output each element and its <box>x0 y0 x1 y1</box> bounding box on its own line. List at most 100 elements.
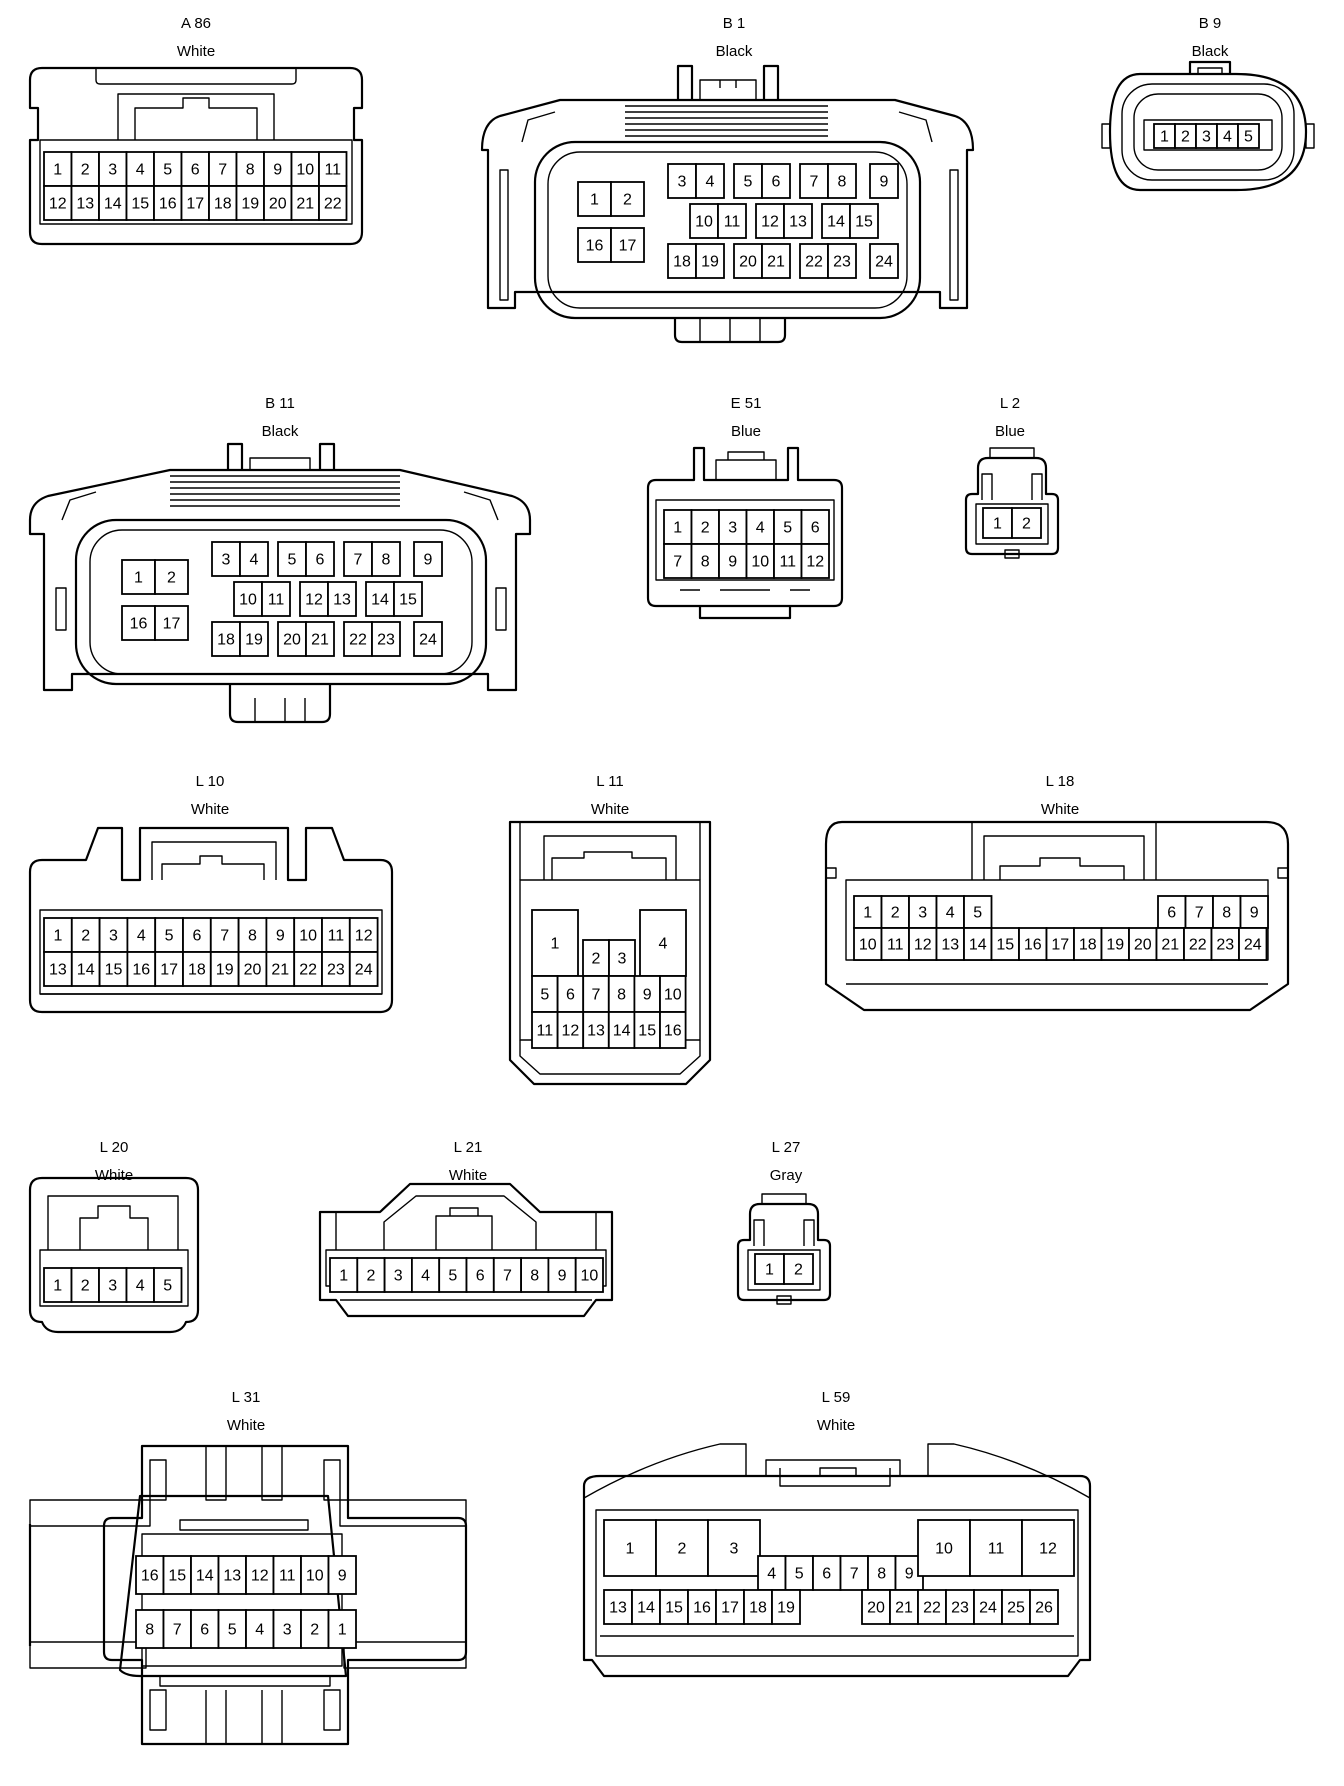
pin-cell-l21 <box>329 1257 359 1293</box>
pin-number-b11-12: 12 <box>305 592 323 609</box>
pin-cell-b1 <box>695 163 725 199</box>
pin-number-l59-4: 4 <box>767 1566 776 1583</box>
pin-cell-a86 <box>43 185 73 221</box>
pin-number-a86-13: 13 <box>76 196 94 213</box>
pin-number-a86-1: 1 <box>53 162 62 179</box>
pin-cell-b11 <box>154 559 189 595</box>
pin-number-l18-2: 2 <box>891 905 900 922</box>
pin-number-l18-10: 10 <box>859 937 877 954</box>
connector-id-b1: B 1 <box>723 15 746 32</box>
pin-cell-l31 <box>300 1609 330 1649</box>
connector-id-b9: B 9 <box>1199 15 1222 32</box>
pin-number-l10-5: 5 <box>165 928 174 945</box>
pin-number-a86-19: 19 <box>241 196 259 213</box>
pin-number-l31-6: 6 <box>200 1622 209 1639</box>
pin-number-b11-16: 16 <box>130 616 148 633</box>
pin-number-b1-12: 12 <box>761 214 779 231</box>
pin-number-l10-11: 11 <box>328 928 345 945</box>
pin-cell-b1 <box>667 163 697 199</box>
pin-cell-b1 <box>827 243 857 279</box>
pin-number-b9-4: 4 <box>1223 129 1232 146</box>
pin-cell-b11 <box>211 541 241 577</box>
pin-number-l10-22: 22 <box>299 962 317 979</box>
pin-number-l2-2: 2 <box>1022 516 1031 533</box>
connector-id-l2: L 2 <box>1000 395 1020 412</box>
pin-number-b11-7: 7 <box>354 552 363 569</box>
pin-number-l10-1: 1 <box>53 928 62 945</box>
pin-number-l18-20: 20 <box>1134 937 1152 954</box>
pin-cell-a86 <box>153 185 183 221</box>
pin-cell-l59 <box>889 1589 919 1625</box>
pin-cell-l31 <box>217 1555 247 1595</box>
pin-number-e51-3: 3 <box>728 520 737 537</box>
pin-number-e51-7: 7 <box>673 554 682 571</box>
pin-cell-b1 <box>761 243 791 279</box>
pin-number-a86-7: 7 <box>218 162 227 179</box>
pin-number-l10-4: 4 <box>137 928 146 945</box>
pin-cell-l10 <box>43 951 73 987</box>
pin-number-l11-12: 12 <box>562 1023 580 1040</box>
pin-number-l21-4: 4 <box>421 1268 430 1285</box>
pin-cell-b9 <box>1237 123 1260 149</box>
pin-cell-l18 <box>1183 927 1213 961</box>
pin-number-a86-10: 10 <box>296 162 314 179</box>
pin-cell-l18 <box>963 895 993 929</box>
pin-cell-l18 <box>963 927 993 961</box>
pin-cell-l10 <box>70 951 101 987</box>
pin-cell-b11 <box>413 541 443 577</box>
pin-cell-l59 <box>1029 1589 1059 1625</box>
pin-cell-b11 <box>327 581 357 617</box>
pin-cell-b11 <box>343 621 373 657</box>
connector-id-l21: L 21 <box>454 1139 483 1156</box>
pin-number-l18-18: 18 <box>1079 937 1097 954</box>
pin-cell-l18 <box>1128 927 1158 961</box>
pin-cell-l59 <box>1021 1519 1075 1577</box>
pin-cell-e51 <box>663 509 693 545</box>
pin-number-l31-4: 4 <box>255 1622 264 1639</box>
pin-number-l18-14: 14 <box>969 937 987 954</box>
pin-cell-l59 <box>917 1589 947 1625</box>
pin-cell-b1 <box>610 181 645 217</box>
pin-number-l31-3: 3 <box>283 1622 292 1639</box>
connector-id-l18: L 18 <box>1046 773 1075 790</box>
pin-cell-l59 <box>715 1589 745 1625</box>
pin-cell-l59 <box>771 1589 801 1625</box>
pin-number-l59-7: 7 <box>850 1566 859 1583</box>
connector-color-a86: White <box>177 43 215 60</box>
pin-number-l18-11: 11 <box>887 937 904 954</box>
pin-number-l31-12: 12 <box>251 1568 269 1585</box>
pin-number-l59-14: 14 <box>637 1600 655 1617</box>
pin-number-b1-13: 13 <box>789 214 807 231</box>
pin-number-b11-15: 15 <box>399 592 417 609</box>
pin-number-l18-23: 23 <box>1216 937 1234 954</box>
pin-number-a86-15: 15 <box>131 196 149 213</box>
pin-number-l18-24: 24 <box>1244 937 1262 954</box>
pin-number-l20-2: 2 <box>81 1278 90 1295</box>
pin-number-b11-14: 14 <box>371 592 389 609</box>
pin-cell-l27 <box>754 1253 785 1285</box>
pin-number-l11-4: 4 <box>659 936 668 953</box>
pin-number-b11-13: 13 <box>333 592 351 609</box>
pin-number-b11-1: 1 <box>134 570 143 587</box>
pin-number-l31-7: 7 <box>173 1622 182 1639</box>
pin-cell-l10 <box>348 917 379 953</box>
pin-number-l10-19: 19 <box>216 962 234 979</box>
pin-cell-l21 <box>574 1257 604 1293</box>
pin-number-l10-23: 23 <box>327 962 345 979</box>
connector-color-l21: White <box>449 1167 487 1184</box>
pin-cell-b11 <box>413 621 443 657</box>
connector-color-l2: Blue <box>995 423 1025 440</box>
pin-number-b1-4: 4 <box>706 174 715 191</box>
pin-number-l11-13: 13 <box>587 1023 605 1040</box>
pin-number-b11-6: 6 <box>316 552 325 569</box>
pin-cell-l59 <box>687 1589 717 1625</box>
pin-number-l59-24: 24 <box>979 1600 997 1617</box>
pin-cell-b1 <box>610 227 645 263</box>
pin-number-l18-8: 8 <box>1222 905 1231 922</box>
pin-number-l11-5: 5 <box>540 987 549 1004</box>
pin-cell-l11 <box>582 939 610 977</box>
pin-number-l31-2: 2 <box>310 1622 319 1639</box>
pin-number-l59-9: 9 <box>905 1566 914 1583</box>
pin-number-l31-13: 13 <box>223 1568 241 1585</box>
